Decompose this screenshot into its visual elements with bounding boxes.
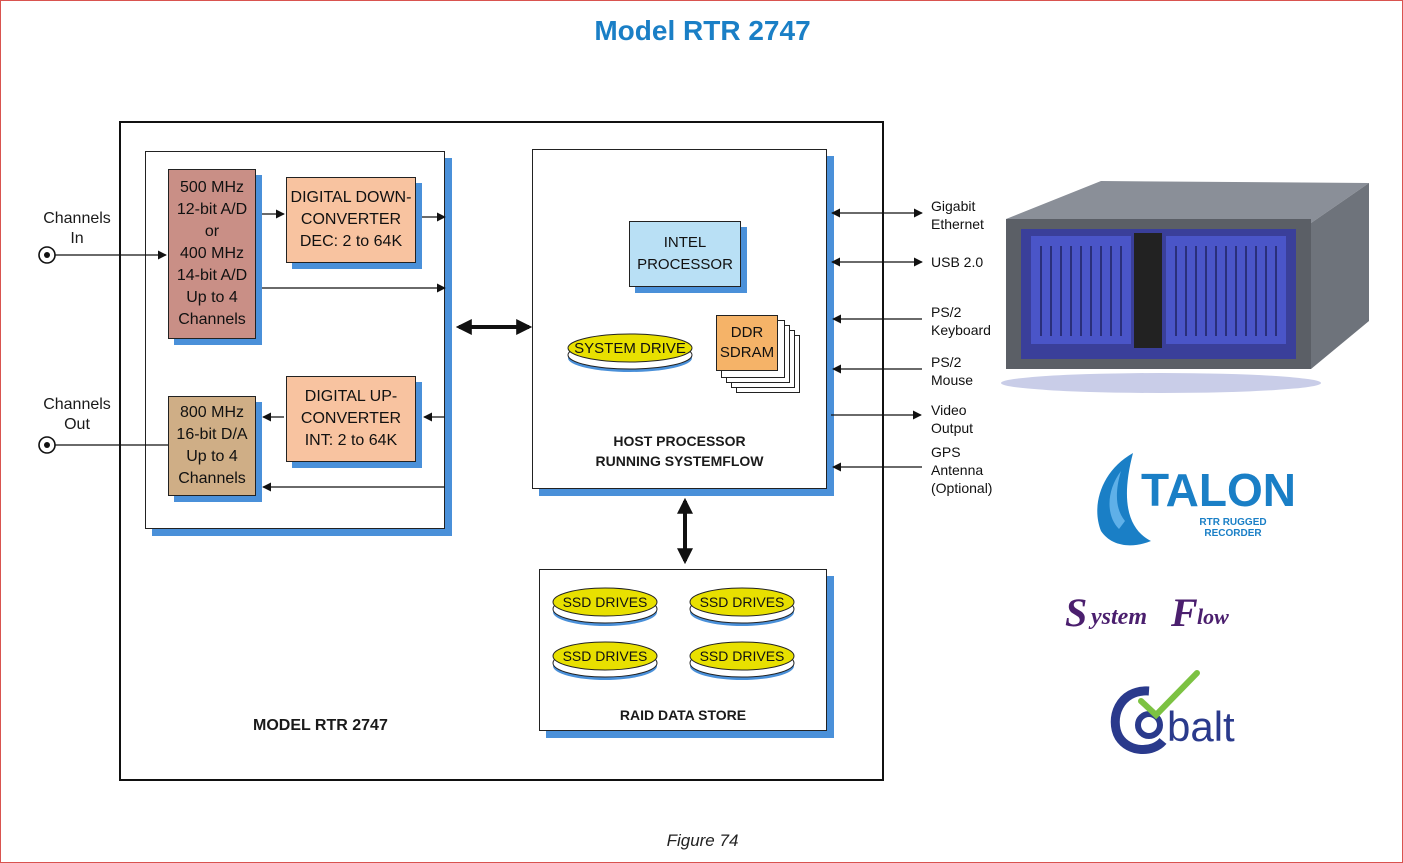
systemflow-logo-low: low <box>1197 604 1229 629</box>
systemflow-logo-f: F <box>1170 590 1198 635</box>
cobalt-logo-mark <box>1110 670 1200 754</box>
ddr-sdram-block: DDR SDRAM <box>716 315 778 371</box>
ext-label-ps2-mouse: PS/2 Mouse <box>931 354 974 388</box>
rackmount-server-image <box>1001 181 1369 393</box>
channels-in-connector <box>38 246 56 264</box>
ext-label-gigabit-ethernet: Gigabit Ethernet <box>931 198 984 232</box>
ext-label-video-output: Video Output <box>931 402 974 436</box>
talon-logo-wing <box>1097 453 1151 546</box>
model-label: MODEL RTR 2747 <box>253 717 388 734</box>
cobalt-logo-text: balt <box>1167 703 1235 750</box>
channels-in-label: Channels In <box>43 210 111 247</box>
systemflow-logo-ystem: ystem <box>1088 604 1147 630</box>
ext-label-gps-antenna: GPS Antenna (Optional) <box>931 444 993 496</box>
ext-label-ps2-keyboard: PS/2 Keyboard <box>931 304 991 338</box>
systemflow-logo-s: S <box>1065 590 1087 635</box>
adc-block: 500 MHz 12-bit A/D or 400 MHz 14-bit A/D… <box>168 169 256 339</box>
talon-logo-text: TALON <box>1141 464 1296 516</box>
ext-label-usb: USB 2.0 <box>931 254 984 270</box>
channels-out-connector <box>38 436 56 454</box>
channels-out-label: Channels Out <box>43 396 111 433</box>
dac-block: 800 MHz 16-bit D/A Up to 4 Channels <box>168 396 256 496</box>
duc-block: DIGITAL UP- CONVERTER INT: 2 to 64K <box>286 376 416 462</box>
host-processor-label: HOST PROCESSOR RUNNING SYSTEMFLOW <box>595 433 764 469</box>
talon-logo-subtitle-text: RTR RUGGED RECORDER <box>1199 517 1267 539</box>
page-title: Model RTR 2747 <box>594 15 811 46</box>
intel-processor-block: INTEL PROCESSOR <box>629 221 741 287</box>
figure-caption: Figure 74 <box>666 831 739 850</box>
ddc-block: DIGITAL DOWN- CONVERTER DEC: 2 to 64K <box>286 177 416 263</box>
raid-data-store-label: RAID DATA STORE <box>619 707 747 723</box>
